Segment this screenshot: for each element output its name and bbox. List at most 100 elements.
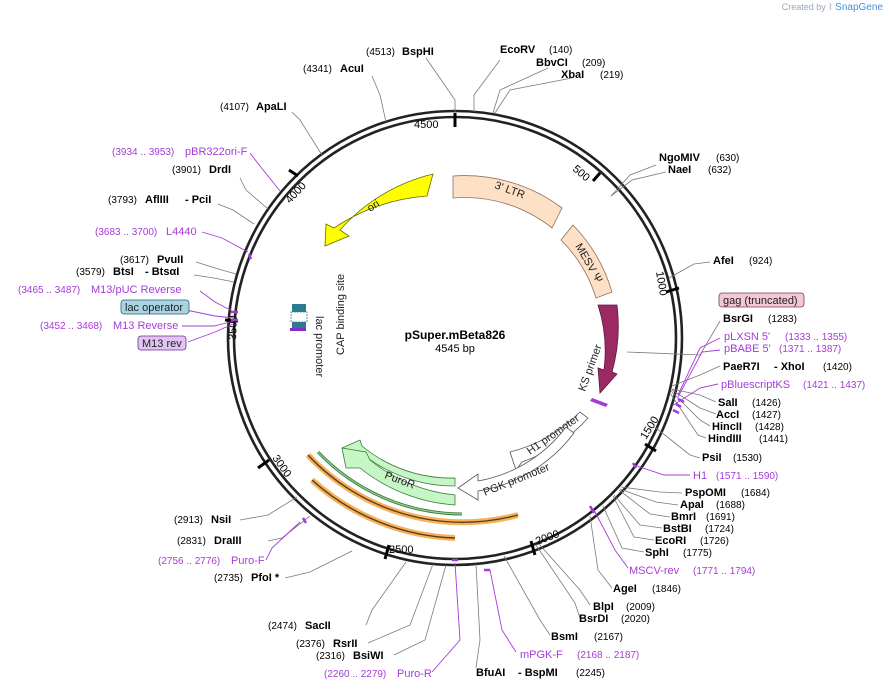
enzyme-bsphi[interactable]: BspHI (402, 46, 434, 58)
feature-mesv-psi[interactable]: MESV Ψ (560, 224, 613, 299)
enzyme-pos-hincii: (1428) (755, 422, 784, 433)
primer-site-marks (231, 253, 685, 572)
enzyme-bsiwi[interactable]: BsiWI (353, 650, 384, 662)
enzyme-paer7i[interactable]: PaeR7I (723, 361, 760, 373)
enzyme-pos-afei: (924) (749, 256, 772, 267)
feature-ori[interactable]: ori (324, 173, 434, 247)
enzyme-blpi[interactable]: BlpI (593, 601, 614, 613)
feature-ks-primer[interactable]: KS primer (577, 304, 619, 407)
enzyme-bsrgi[interactable]: BsrGI (723, 313, 753, 325)
enzyme-rsrii[interactable]: RsrII (333, 638, 357, 650)
primer-puro-r[interactable]: Puro-R (397, 668, 432, 680)
enzyme-agei[interactable]: AgeI (613, 583, 637, 595)
enzyme-bstbi[interactable]: BstBI (663, 523, 692, 535)
primer-m13-reverse[interactable]: M13 Reverse (113, 320, 178, 332)
enzyme-pos-bmri: (1691) (706, 512, 735, 523)
enzyme-acui[interactable]: AcuI (340, 63, 364, 75)
enzyme-pos-psii: (1530) (733, 453, 762, 464)
enzyme-naei[interactable]: NaeI (668, 164, 691, 176)
enzyme-nsii[interactable]: NsiI (211, 514, 231, 526)
primer-mpgk-f[interactable]: mPGK-F (520, 649, 563, 661)
feature-lac-operator[interactable] (290, 322, 306, 331)
feature-h1-promoter[interactable]: H1 promoter (509, 411, 589, 471)
primer-plxsn-5[interactable]: pLXSN 5' (724, 331, 770, 343)
enzyme-bspmi[interactable]: - BspMI (518, 667, 558, 679)
enzyme-pos-ecorv: (140) (549, 45, 572, 56)
enzyme-pos-bsphi: (4513) (366, 47, 395, 58)
enzyme-pos-bsiwi: (2316) (316, 651, 345, 662)
enzyme-pos-sali: (1426) (752, 398, 781, 409)
enzyme-apali[interactable]: ApaLI (256, 101, 287, 113)
enzyme-hincii[interactable]: HincII (712, 421, 742, 433)
enzyme-afliii[interactable]: AflIII (145, 194, 169, 206)
enzyme-leader-lines (193, 57, 721, 669)
feature-puror[interactable]: PuroR (341, 439, 456, 506)
enzyme-pos-acui: (4341) (303, 64, 332, 75)
enzyme-bsmi[interactable]: BsmI (551, 631, 578, 643)
enzyme-pos-rsrii: (2376) (296, 639, 325, 650)
enzyme-pos-blpi: (2009) (626, 602, 655, 613)
enzyme-drdi[interactable]: DrdI (209, 164, 231, 176)
tick-label-3500: 3500 (227, 315, 240, 340)
enzyme-pcii[interactable]: - PciI (185, 194, 211, 206)
enzyme-pos-bsrgi: (1283) (768, 314, 797, 325)
primer-arrow-puro-f (316, 450, 463, 516)
enzyme-btsai[interactable]: - BtsαI (145, 266, 179, 278)
enzyme-draiii[interactable]: DraIII (214, 535, 242, 547)
enzyme-xhoi[interactable]: - XhoI (774, 361, 805, 373)
feature-3-ltr[interactable]: 3' LTR (452, 175, 563, 229)
enzyme-pos-xbai: (219) (600, 70, 623, 81)
primer-pbluescriptks[interactable]: pBluescriptKS (721, 379, 790, 391)
primer-pos-pbluescriptks: (1421 .. 1437) (803, 380, 865, 391)
enzyme-pfoi[interactable]: PfoI * (251, 572, 280, 584)
enzyme-bfuai[interactable]: BfuAI (476, 667, 505, 679)
enzyme-ecori[interactable]: EcoRI (655, 535, 686, 547)
primer-pbr322ori-f[interactable]: pBR322ori-F (185, 146, 248, 158)
feature-lac-promoter[interactable]: lac promoter (290, 311, 325, 377)
primer-pos-pbr322ori-f: (3934 .. 3953) (112, 147, 174, 158)
primer-pos-puro-r: (2260 .. 2279) (324, 669, 386, 680)
primer-l4440[interactable]: L4440 (166, 226, 197, 238)
enzyme-pvuii[interactable]: PvuII (157, 254, 183, 266)
enzyme-pos-bstbi: (1724) (705, 524, 734, 535)
enzyme-apai[interactable]: ApaI (680, 499, 704, 511)
enzyme-xbai[interactable]: XbaI (561, 69, 584, 81)
enzyme-pos-pfoi: (2735) (214, 573, 243, 584)
lac-operator-badge[interactable]: lac operator (120, 299, 190, 315)
enzyme-sacii[interactable]: SacII (305, 620, 331, 632)
credit-prefix: Created by (781, 2, 826, 12)
enzyme-afei[interactable]: AfeI (713, 255, 734, 267)
enzyme-pos-sphi: (1775) (683, 548, 712, 559)
enzyme-pos-hindiii: (1441) (759, 434, 788, 445)
primer-m13-puc-reverse[interactable]: M13/pUC Reverse (91, 284, 181, 296)
primer-pos-puro-f: (2756 .. 2776) (158, 556, 220, 567)
enzyme-bsrdi[interactable]: BsrDI (579, 613, 608, 625)
enzyme-bmri[interactable]: BmrI (671, 511, 696, 523)
plasmid-length: 4545 bp (435, 343, 475, 355)
enzyme-acci[interactable]: AccI (716, 409, 739, 421)
enzyme-ngomiv[interactable]: NgoMIV (659, 152, 701, 164)
enzyme-pos-naei: (632) (708, 165, 731, 176)
enzyme-bbvci[interactable]: BbvCI (536, 57, 568, 69)
enzyme-hindiii[interactable]: HindIII (708, 433, 742, 445)
primer-h1[interactable]: H1 (693, 470, 707, 482)
enzyme-pos-acci: (1427) (752, 410, 781, 421)
enzyme-ecorv[interactable]: EcoRV (500, 44, 536, 56)
enzyme-sphi[interactable]: SphI (645, 547, 669, 559)
enzyme-pos-ngomiv: (630) (716, 153, 739, 164)
primer-arrow-puro-r (305, 452, 519, 541)
feature-cap-binding-site[interactable]: CAP binding site (292, 274, 347, 355)
enzyme-sali[interactable]: SalI (718, 397, 738, 409)
primer-mscv-rev[interactable]: MSCV-rev (629, 565, 680, 577)
feature-label-cap-binding-site: CAP binding site (335, 274, 347, 355)
enzyme-pspomi[interactable]: PspOMI (685, 487, 726, 499)
primer-puro-f[interactable]: Puro-F (231, 555, 265, 567)
enzyme-pos-pspomi: (1684) (741, 488, 770, 499)
snapgene-logo-icon: ⌇ (828, 2, 833, 12)
gag-truncated-badge[interactable]: gag (truncated) (718, 292, 805, 308)
m13-rev-badge[interactable]: M13 rev (137, 335, 187, 351)
enzyme-psii[interactable]: PsiI (702, 452, 722, 464)
primer-pbabe-5[interactable]: pBABE 5' (724, 343, 771, 355)
enzyme-btsi[interactable]: BtsI (113, 266, 134, 278)
